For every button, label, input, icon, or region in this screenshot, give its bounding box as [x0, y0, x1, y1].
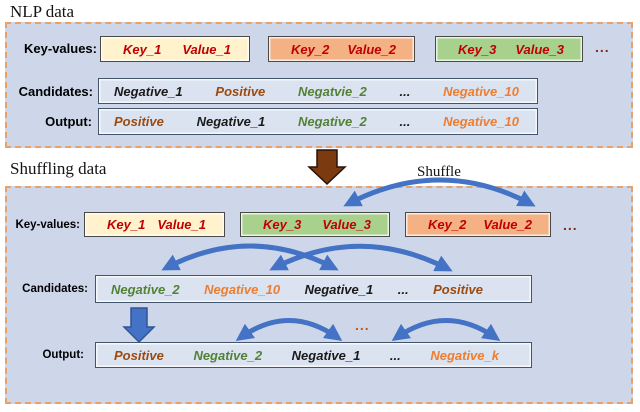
key-value-box-2: Key_2 Value_2	[268, 36, 415, 62]
key-label: Key_3	[263, 217, 302, 232]
candidate-item: Negatvie_2	[298, 83, 367, 99]
shuffling-key-values-label: Key-values:	[15, 219, 80, 231]
nlp-panel-title: NLP data	[10, 2, 75, 21]
candidate-item: Negative_1	[114, 83, 183, 99]
shuffle-label: Shuffle	[417, 164, 461, 180]
output-item: ...	[389, 347, 401, 363]
key-label: Key_2	[291, 41, 330, 57]
value-label: Value_1	[157, 217, 206, 232]
nlp-output-label: Output:	[45, 114, 92, 129]
nlp-candidates-label: Candidates:	[18, 84, 93, 99]
key-label: Key_1	[123, 41, 162, 57]
shuffling-mid-ellipsis: ...	[355, 317, 370, 333]
key-value-box-1: Key_1 Value_1	[84, 212, 225, 237]
key-label: Key_3	[458, 41, 497, 57]
shuffling-output-label: Output:	[42, 349, 84, 361]
nlp-candidates-box: Negative_1 Positive Negatvie_2 ... Negat…	[98, 78, 538, 104]
key-value-box-2: Key_2 Value_2	[405, 212, 551, 237]
candidate-item: ...	[397, 281, 409, 297]
shuffling-candidates-box: Negative_2 Negative_10 Negative_1 ... Po…	[95, 275, 532, 303]
nlp-keys-ellipsis: ...	[595, 39, 610, 55]
output-item: Negative_1	[196, 114, 266, 129]
panel-transition-down-arrow-icon	[307, 149, 347, 186]
candidate-item: Negative_2	[111, 281, 180, 297]
candidate-item: ...	[399, 83, 411, 99]
candidate-item: Positive	[433, 281, 483, 297]
shuffling-output-box: Positive Negative_2 Negative_1 ... Negat…	[95, 342, 532, 368]
shuffling-candidates-label: Candidates:	[22, 283, 88, 295]
nlp-key-values-label: Key-values:	[24, 41, 97, 56]
nlp-output-box: Positive Negative_1 Negative_2 ... Negat…	[98, 108, 538, 135]
output-item: Positive	[114, 347, 164, 363]
value-label: Value_1	[182, 41, 231, 57]
key-value-box-3: Key_3 Value_3	[435, 36, 583, 62]
output-item: Negative_k	[430, 347, 499, 363]
value-label: Value_3	[515, 41, 564, 57]
value-label: Value_3	[322, 217, 371, 232]
key-value-box-3: Key_3 Value_3	[240, 212, 390, 237]
output-item: Negative_10	[443, 114, 519, 129]
candidate-item: Negative_10	[204, 281, 281, 297]
value-label: Value_2	[347, 41, 396, 57]
candidate-item: Negative_10	[443, 83, 519, 99]
output-item: ...	[399, 114, 411, 129]
output-item: Negative_2	[193, 347, 263, 363]
output-item: Negative_1	[291, 347, 361, 363]
output-item: Positive	[114, 114, 164, 129]
value-label: Value_2	[483, 217, 532, 232]
candidate-item: Positive	[215, 83, 266, 99]
shuffling-keys-ellipsis: ...	[563, 217, 578, 233]
shuffling-panel-title: Shuffling data	[10, 159, 107, 178]
key-label: Key_2	[428, 217, 467, 232]
key-value-box-1: Key_1 Value_1	[100, 36, 250, 62]
output-item: Negative_2	[298, 114, 367, 129]
candidate-item: Negative_1	[304, 281, 374, 297]
key-label: Key_1	[107, 217, 146, 232]
